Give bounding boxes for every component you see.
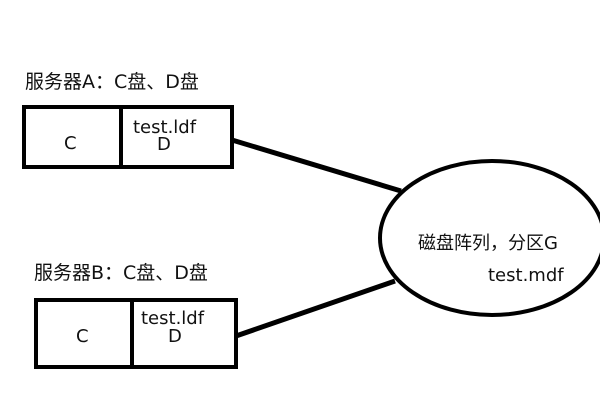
server-b: 服务器B：C盘、D盘 C test.ldf D <box>34 262 238 369</box>
server-a-drive-d: D <box>157 134 171 155</box>
connector-server-b <box>235 278 396 339</box>
disk-array-title: 磁盘阵列，分区G <box>418 233 558 254</box>
disk-array-data-file: test.mdf <box>488 265 564 286</box>
disk-array: 磁盘阵列，分区G test.mdf <box>378 159 600 317</box>
server-a-drive-c: C <box>64 133 77 154</box>
server-b-drive-c: C <box>76 326 89 347</box>
server-a: 服务器A：C盘、D盘 C test.ldf D <box>22 71 234 169</box>
disk-array-ellipse <box>378 159 600 317</box>
connector-server-a <box>231 137 402 194</box>
server-b-log-file: test.ldf <box>141 308 205 329</box>
server-a-title: 服务器A：C盘、D盘 <box>25 71 199 93</box>
server-a-box <box>22 105 234 169</box>
server-b-box <box>34 298 238 369</box>
server-b-title: 服务器B：C盘、D盘 <box>34 262 208 284</box>
server-b-drive-d: D <box>168 326 182 347</box>
server-a-log-file: test.ldf <box>133 117 197 138</box>
